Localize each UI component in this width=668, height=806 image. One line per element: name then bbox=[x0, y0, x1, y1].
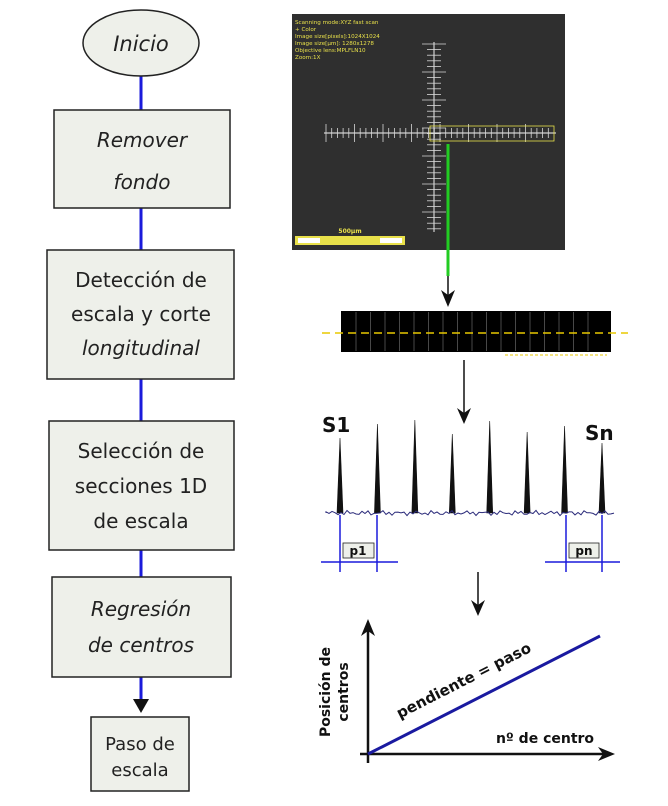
regression-plot: Posición de centros nº de centro pendien… bbox=[318, 619, 615, 763]
step-label: Detección de bbox=[75, 268, 207, 292]
scale-ruler bbox=[324, 42, 556, 232]
x-axis-label: nº de centro bbox=[496, 731, 594, 747]
regression-line bbox=[367, 634, 601, 756]
step-remove-background bbox=[53, 109, 231, 209]
profile-peak bbox=[336, 437, 344, 514]
period-box bbox=[342, 542, 375, 559]
scale-bar-label: 500µm bbox=[338, 228, 361, 235]
step-label: escala bbox=[111, 760, 168, 781]
step-scale-pitch bbox=[90, 716, 190, 792]
intensity-profile: S1 Sn p1 pn bbox=[321, 413, 620, 572]
overlay-text: Image size[pixels]:1024X1024 bbox=[295, 34, 380, 40]
strip-ticks bbox=[355, 312, 589, 351]
signal-baseline bbox=[325, 509, 615, 517]
overlay-text: Scanning mode:XYZ fast scan bbox=[295, 20, 379, 26]
step-label: longitudinal bbox=[82, 336, 200, 360]
y-axis-label: centros bbox=[336, 662, 352, 721]
profile-peak bbox=[598, 442, 606, 514]
profile-peak bbox=[523, 431, 531, 514]
last-period-label: pn bbox=[575, 544, 592, 558]
start-node-label: Inicio bbox=[113, 32, 169, 56]
step-label: fondo bbox=[114, 170, 171, 194]
overlay-text: Zoom:1X bbox=[295, 55, 321, 61]
step-scale-detection bbox=[46, 249, 235, 380]
step-label: Regresión bbox=[91, 597, 191, 621]
step-section-selection bbox=[48, 420, 235, 551]
step-label: escala y corte bbox=[71, 302, 211, 326]
microscope-image: Scanning mode:XYZ fast scan + Color Imag… bbox=[292, 14, 565, 250]
step-label: Remover bbox=[97, 128, 189, 152]
period-box bbox=[568, 542, 600, 559]
selection-box bbox=[429, 125, 555, 142]
profile-peak bbox=[411, 419, 419, 514]
arrow-head bbox=[441, 290, 455, 307]
arrow-head bbox=[133, 699, 149, 713]
x-axis-arrow bbox=[598, 747, 615, 761]
scale-bar-segment bbox=[320, 237, 380, 244]
arrow-head bbox=[457, 408, 471, 424]
step-label: secciones 1D bbox=[75, 474, 207, 498]
step-center-regression bbox=[51, 576, 232, 678]
profile-peak bbox=[486, 420, 494, 514]
y-axis-arrow bbox=[361, 619, 375, 636]
profile-peak bbox=[561, 425, 568, 514]
step-label: de escala bbox=[93, 509, 188, 533]
profile-peak bbox=[374, 423, 381, 514]
flowchart: Inicio Remover fondo Detección de escala… bbox=[46, 9, 235, 792]
arrow-head bbox=[471, 600, 485, 616]
profile-peak bbox=[448, 433, 456, 514]
start-node bbox=[82, 9, 200, 77]
profile-peaks bbox=[336, 419, 606, 514]
overlay-text: + Color bbox=[295, 27, 317, 33]
step-label: Selección de bbox=[78, 439, 205, 463]
y-axis-label: Posición de bbox=[318, 647, 334, 737]
overlay-text: Objective lens:MPLFLN10 bbox=[295, 48, 366, 54]
last-peak-label: Sn bbox=[585, 421, 614, 445]
step-label: Paso de bbox=[105, 734, 175, 755]
longitudinal-cut bbox=[322, 311, 628, 356]
step-label: de centros bbox=[88, 633, 194, 657]
cut-strip bbox=[341, 311, 611, 352]
first-period-label: p1 bbox=[350, 544, 367, 558]
overlay-text: Image size[µm]: 1280x1278 bbox=[295, 41, 374, 47]
first-peak-label: S1 bbox=[322, 413, 350, 437]
